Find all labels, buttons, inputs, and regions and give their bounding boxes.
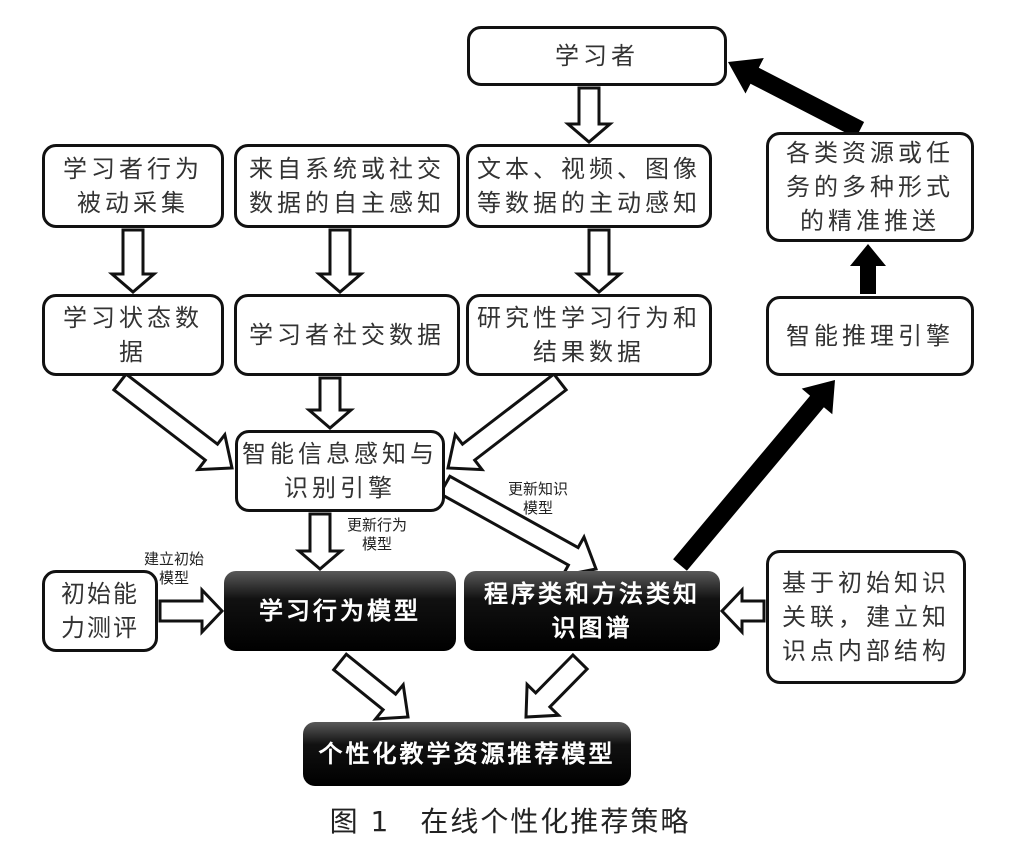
arrow-reasoning-to-push [850,244,886,294]
arrow-active-to-research [573,228,625,294]
arrow-structure-to-knowledge [719,586,766,636]
label-update-behavior: 更新行为 模型 [346,516,407,553]
arrow-research-to-engine [446,371,569,472]
node-active-perception: 文本、视频、图像 等数据的主动感知 [466,144,712,228]
arrow-engine-to-behavior [294,512,346,571]
arrow-passive-to-state [107,228,159,294]
node-research-data: 研究性学习行为和 结果数据 [466,294,712,376]
node-learning-state-data: 学习状态数 据 [42,294,224,376]
figure-caption: 图 1 在线个性化推荐策略 [329,805,691,838]
arrow-engine-to-knowledge [438,474,599,578]
arrow-test-to-behavior [158,586,225,636]
arrow-social-to-engine [304,376,356,430]
node-autonomous-perception: 来自系统或社交 数据的自主感知 [234,144,460,228]
node-behavior-model: 学习行为模型 [224,571,456,651]
node-initial-test: 初始能 力测评 [42,570,158,652]
node-social-data: 学习者社交数据 [234,294,460,376]
arrow-state-to-engine [111,371,234,472]
node-perception-engine: 智能信息感知与 识别引擎 [235,430,445,512]
arrow-knowledge-to-reasoning [673,380,835,571]
arrow-push-to-learner [728,58,865,138]
node-precise-push: 各类资源或任 务的多种形式 的精准推送 [766,132,974,242]
node-knowledge-graph: 程序类和方法类知 识图谱 [464,571,720,651]
arrow-autonomous-to-social [314,228,366,294]
node-reasoning-engine: 智能推理引擎 [766,296,974,376]
label-build-initial: 建立初始 模型 [143,550,204,587]
node-passive-collection: 学习者行为 被动采集 [42,144,224,228]
arrow-knowledge-to-recommend [524,652,590,719]
node-knowledge-structure: 基于初始知识 关联，建立知 识点内部结构 [766,550,966,684]
arrow-behavior-to-recommend [331,652,410,721]
arrow-learner-to-active [563,86,615,144]
node-learner: 学习者 [467,26,727,86]
node-recommend-model: 个性化教学资源推荐模型 [303,722,631,786]
label-update-knowledge: 更新知识 模型 [507,480,568,517]
